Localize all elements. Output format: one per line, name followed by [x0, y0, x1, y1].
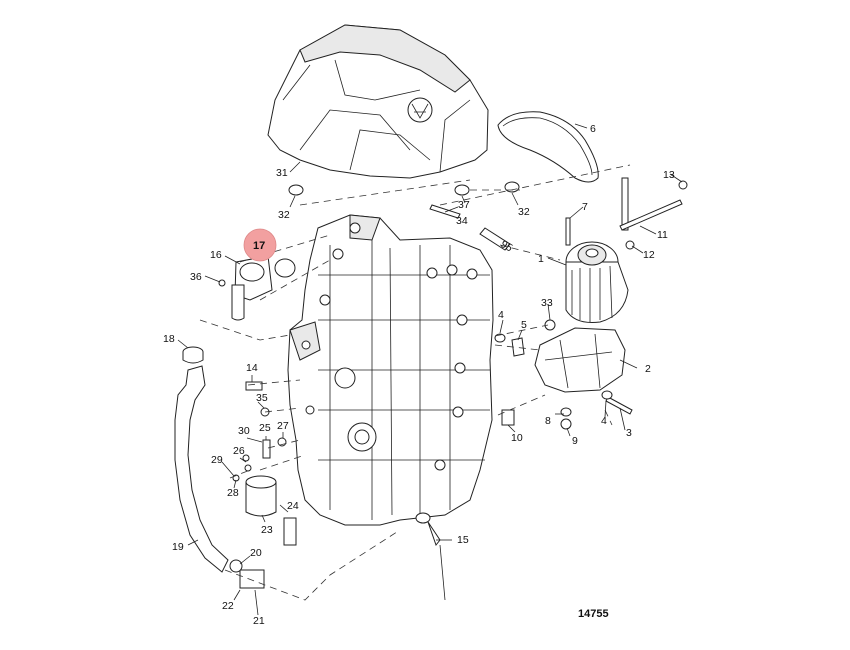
callout-17: 17	[253, 240, 265, 252]
assembly-guidelines	[199, 164, 631, 601]
callout-32-left: 32	[278, 209, 290, 221]
callout-21: 21	[253, 615, 265, 627]
callout-12: 12	[643, 249, 655, 261]
callout-7: 7	[582, 201, 588, 213]
callout-9: 9	[572, 435, 578, 447]
callout-5: 5	[521, 319, 527, 331]
flywheel-cover	[267, 24, 489, 179]
callout-26: 26	[233, 445, 245, 457]
callout-31: 31	[276, 167, 288, 179]
callout-4-lower: 4	[601, 415, 607, 427]
callout-1: 1	[538, 253, 544, 265]
water-hose	[174, 346, 229, 573]
callout-16: 16	[210, 249, 222, 261]
callout-20: 20	[250, 547, 262, 559]
callout-37: 37	[458, 199, 470, 211]
powerhead-block	[287, 214, 494, 526]
callout-11: 11	[657, 229, 668, 241]
callout-28: 28	[227, 487, 239, 499]
callout-35: 35	[256, 392, 268, 404]
callout-34: 34	[456, 215, 468, 227]
callout-29: 29	[211, 454, 223, 466]
callout-19: 19	[172, 541, 184, 553]
sealant-tube-24	[283, 517, 297, 546]
callout-labels: 31 32 32 37 34 6 7 13 11 12 1 33 4 5 2 4…	[163, 123, 675, 627]
callout-33: 33	[541, 297, 553, 309]
figure-number: 14755	[578, 608, 609, 620]
callout-18: 18	[163, 333, 175, 345]
callout-36: 36	[190, 271, 202, 283]
callout-23: 23	[261, 524, 273, 536]
callout-32-right: 32	[518, 206, 530, 218]
callout-8: 8	[545, 415, 551, 427]
drive-belt	[497, 111, 599, 183]
dipstick	[415, 512, 446, 601]
callout-13: 13	[663, 169, 675, 181]
callout-14: 14	[246, 362, 258, 374]
tube-label-95: 95	[499, 238, 515, 254]
callout-22: 22	[222, 600, 234, 612]
callout-25: 25	[259, 422, 271, 434]
alternator	[565, 241, 629, 323]
callout-15: 15	[457, 534, 469, 546]
callout-6: 6	[590, 123, 596, 135]
hardware-parts	[218, 177, 688, 589]
oil-filter	[245, 475, 277, 517]
callout-4-upper: 4	[498, 309, 504, 321]
callout-24: 24	[287, 500, 299, 512]
leader-lines	[177, 123, 683, 616]
callout-27: 27	[277, 420, 289, 432]
highlight-circle-17	[243, 228, 277, 262]
callout-30: 30	[238, 425, 250, 437]
alternator-bracket	[534, 327, 626, 393]
callout-3: 3	[626, 427, 632, 439]
thermostat-housing	[231, 255, 296, 321]
callout-2: 2	[645, 363, 651, 375]
callout-10: 10	[511, 432, 523, 444]
